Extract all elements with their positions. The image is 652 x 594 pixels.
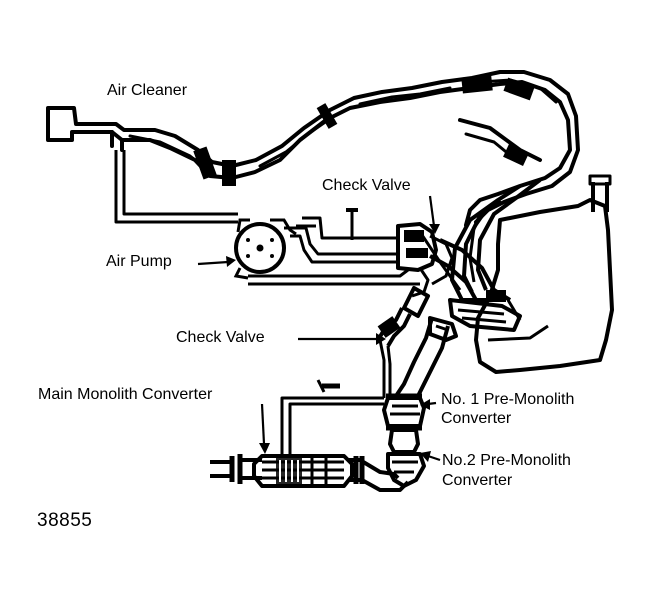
exhaust-pipe-run — [210, 379, 410, 492]
lower-check-valve — [376, 286, 430, 398]
air-hoses — [114, 150, 420, 286]
pre-monolith-converter-1 — [382, 393, 426, 431]
lower-check-valve-label: Check Valve — [176, 329, 265, 346]
upper-check-valve — [396, 222, 454, 298]
pre-monolith-converter-2 — [386, 428, 426, 488]
upper-check-valve-label: Check Valve — [322, 177, 411, 194]
pre-converter-2-label-line2: Converter — [442, 472, 513, 489]
air-cleaner-label: Air Cleaner — [107, 82, 188, 99]
main-converter-label: Main Monolith Converter — [38, 386, 213, 403]
leader-lines — [197, 195, 441, 462]
exhaust-manifold — [418, 231, 522, 332]
downpipe — [394, 316, 458, 398]
pre-converter-1-label-line2: Converter — [441, 410, 512, 427]
air-pump-label: Air Pump — [106, 253, 172, 270]
air-cleaner-duct — [46, 70, 580, 227]
main-monolith-converter — [252, 454, 354, 488]
pre-converter-1-label-line1: No. 1 Pre-Monolith — [441, 391, 575, 408]
figure-number: 38855 — [37, 510, 93, 531]
pre-converter-2-label-line1: No.2 Pre-Monolith — [442, 452, 571, 469]
air-pump — [233, 218, 297, 280]
